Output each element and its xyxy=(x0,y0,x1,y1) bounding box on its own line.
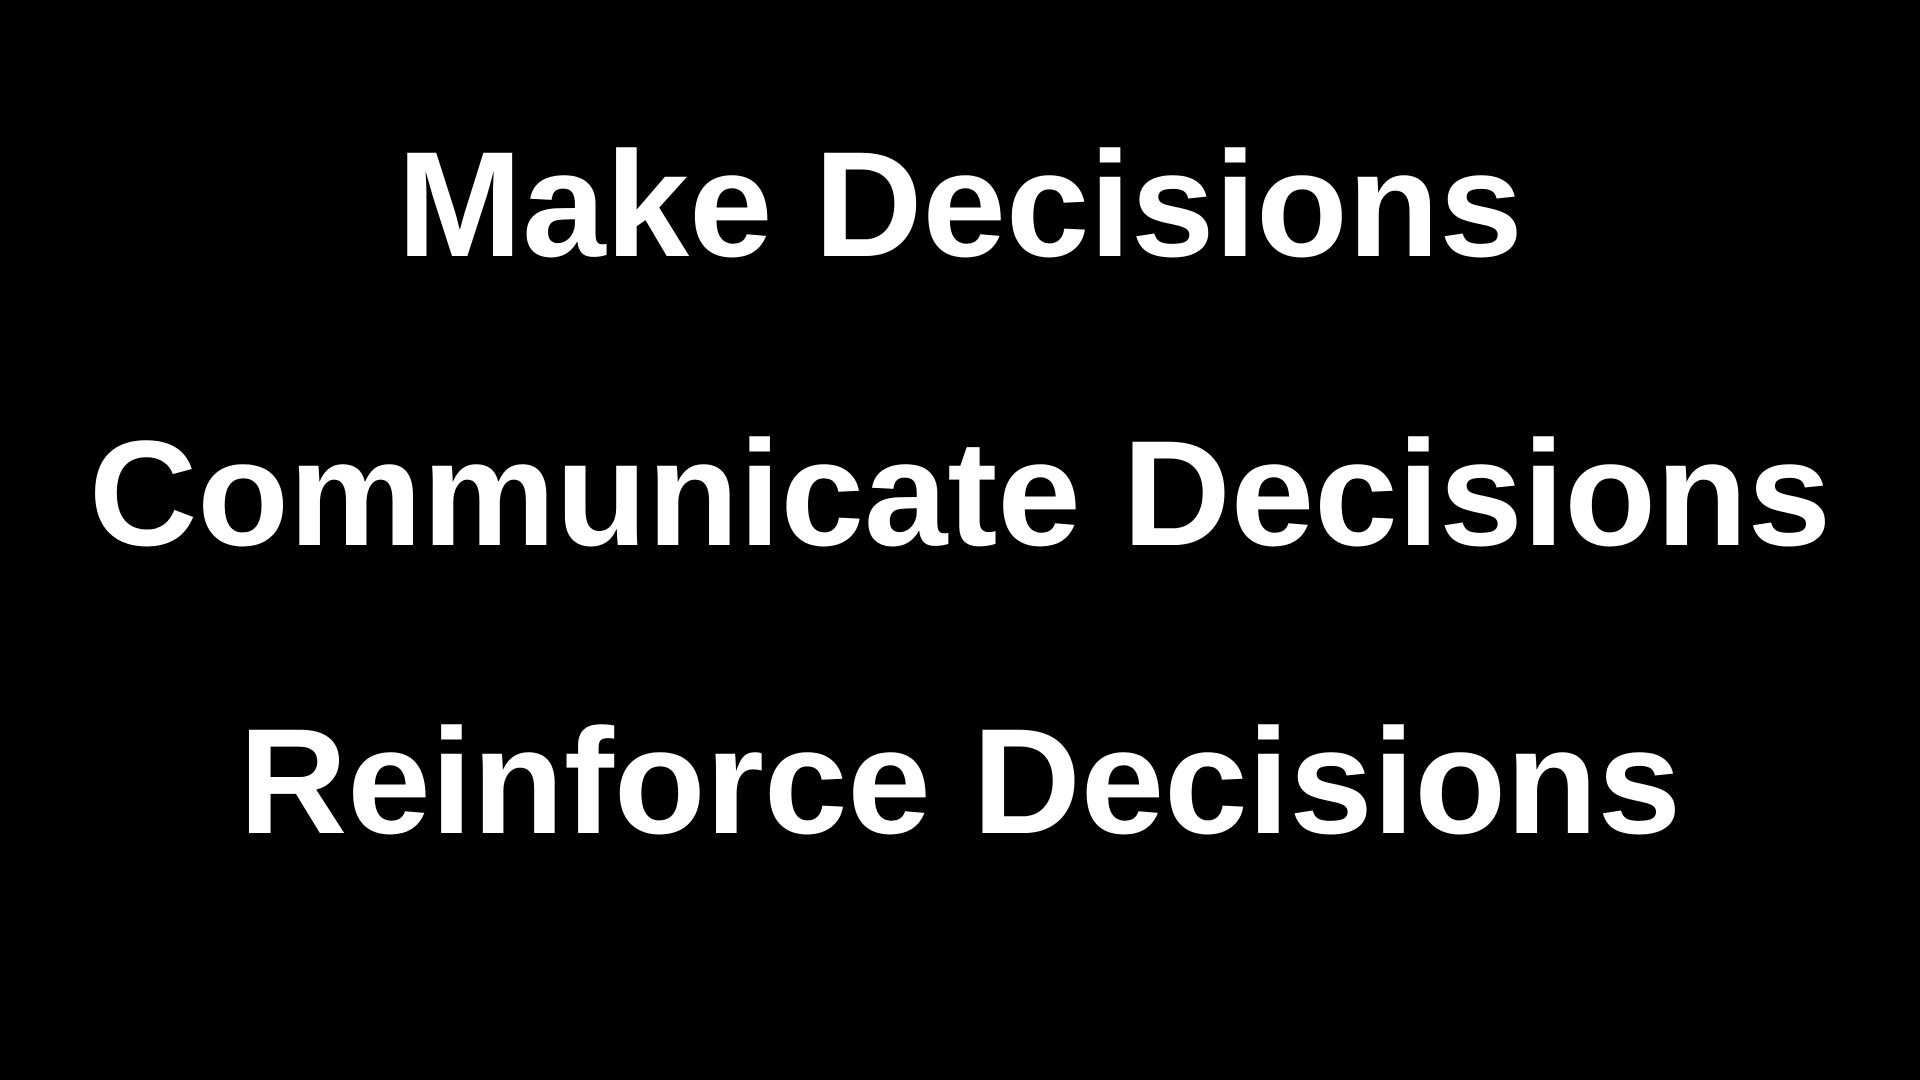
slide-line-make-decisions: Make Decisions xyxy=(397,120,1523,288)
slide-line-reinforce-decisions: Reinforce Decisions xyxy=(238,697,1682,865)
slide-line-communicate-decisions: Communicate Decisions xyxy=(88,409,1832,577)
